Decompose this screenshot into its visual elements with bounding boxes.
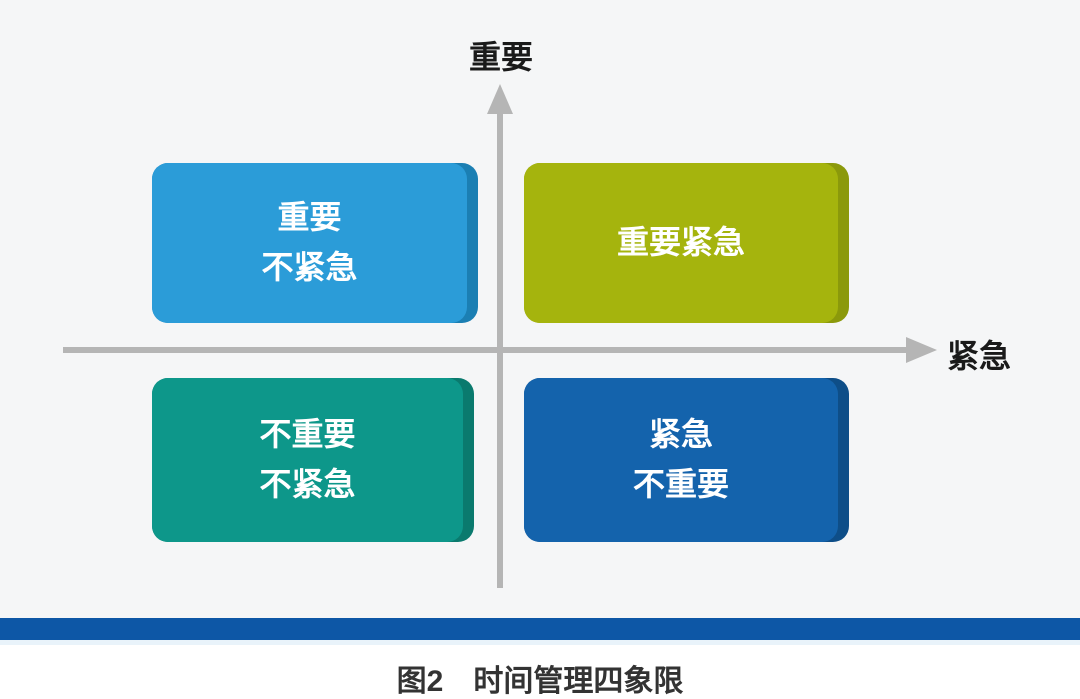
- quadrant-face: 不重要 不紧急: [152, 378, 463, 542]
- x-axis-arrow-right-icon: [906, 337, 937, 363]
- quadrant-label-line: 重要: [277, 199, 342, 236]
- figure-caption-number: 图2: [396, 665, 444, 698]
- x-axis-label: 紧急: [947, 338, 1012, 374]
- quadrant-face: 重要 不紧急: [152, 163, 467, 323]
- quadrant-label-line: 重要紧急: [616, 224, 745, 261]
- quadrant-face: 紧急 不重要: [524, 378, 838, 542]
- quadrant-label-line: 不紧急: [261, 249, 358, 285]
- footer-divider-bar: [0, 618, 1080, 640]
- quadrant-label-line: 不重要: [259, 416, 356, 453]
- quadrant-important-not-urgent: 重要 不紧急: [152, 163, 478, 323]
- quadrant-label-line: 紧急: [648, 416, 713, 453]
- diagram-background: 重要 紧急 重要 不紧急 重要紧急 不重要 不紧急 紧急 不重要: [63, 39, 1012, 588]
- quadrant-not-important-not-urgent: 不重要 不紧急: [152, 378, 474, 542]
- quadrant-urgent-not-important: 紧急 不重要: [524, 378, 849, 542]
- figure-caption: 图2 时间管理四象限: [0, 656, 1080, 699]
- quadrant-label-line: 不紧急: [259, 466, 356, 502]
- quadrant-label-line: 不重要: [632, 466, 729, 502]
- quadrant-face: 重要紧急: [524, 163, 838, 323]
- y-axis-arrow-up-icon: [487, 84, 513, 114]
- footer-divider-fringe: [0, 640, 1080, 645]
- x-axis-line: [63, 347, 908, 353]
- figure-caption-title: 时间管理四象限: [473, 665, 684, 698]
- y-axis-label: 重要: [469, 39, 534, 75]
- quadrant-important-urgent: 重要紧急: [524, 163, 849, 323]
